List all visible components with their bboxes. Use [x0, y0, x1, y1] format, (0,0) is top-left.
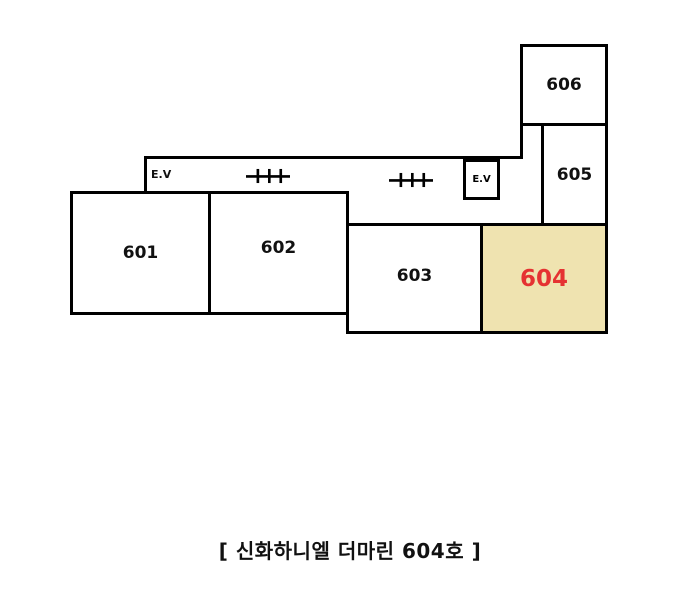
- corridor-right-wall: [520, 123, 523, 159]
- stairs-icon: [246, 168, 290, 184]
- room-603: 603: [346, 223, 483, 334]
- room-605-label: 605: [556, 164, 593, 185]
- room-606: 606: [520, 44, 608, 126]
- stairs-icon: [389, 172, 433, 188]
- elevator-right: E.V: [463, 159, 500, 200]
- elevator-right-label: E.V: [472, 174, 491, 185]
- room-602-label: 602: [260, 238, 297, 258]
- room-601-label: 601: [122, 243, 159, 263]
- corridor-top-wall: [144, 156, 523, 159]
- room-603-label: 603: [396, 265, 433, 286]
- corridor-left-wall: [144, 156, 147, 194]
- room-606-label: 606: [546, 75, 582, 95]
- elevator-left-label: E.V: [151, 168, 172, 181]
- room-604: 604: [480, 223, 608, 334]
- room-605: 605: [541, 123, 608, 226]
- room-601: 601: [70, 191, 211, 315]
- room-604-label: 604: [519, 265, 568, 292]
- room-602: 602: [208, 191, 349, 315]
- floor-plan-caption: [ 신화하니엘 더마린 604호 ]: [218, 539, 482, 563]
